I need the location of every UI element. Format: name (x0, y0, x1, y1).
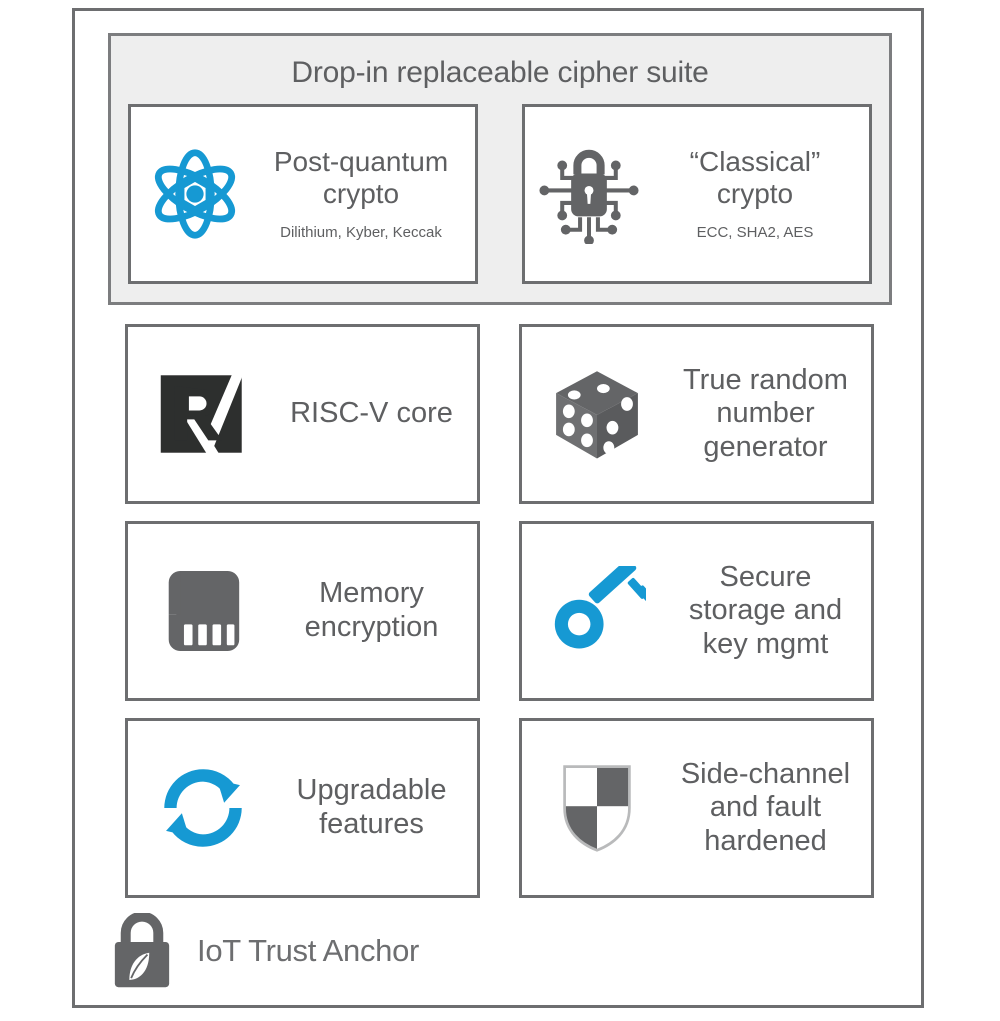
card-title: Upgradable features (296, 774, 447, 840)
card-title: “Classical” crypto (689, 145, 821, 209)
card-secure-storage-and-key-mgmt[interactable]: Secure storage and key mgmt (519, 521, 874, 701)
card-classical-crypto[interactable]: “Classical” crypto ECC, SHA2, AES (522, 104, 872, 284)
card-memory-encryption[interactable]: Memory encryption (125, 521, 480, 701)
diagram-root: Drop-in replaceable cipher suite Post-qu… (72, 8, 924, 1008)
memory-card-icon (128, 567, 278, 655)
refresh-icon (128, 764, 278, 852)
footer-brand: IoT Trust Anchor (109, 913, 419, 989)
card-text-group: “Classical” crypto ECC, SHA2, AES (653, 146, 869, 243)
card-text-group: Upgradable features (278, 774, 477, 841)
riscv-logo-icon (128, 370, 278, 458)
card-subtitle: Dilithium, Kyber, Keccak (280, 224, 442, 242)
footer-label: IoT Trust Anchor (197, 933, 420, 968)
card-text-group: Memory encryption (278, 577, 477, 644)
key-icon (522, 566, 672, 656)
card-subtitle: ECC, SHA2, AES (696, 224, 814, 242)
cipher-suite-title: Drop-in replaceable cipher suite (291, 56, 709, 89)
card-title: Post-quantum crypto (273, 145, 449, 209)
shield-icon (522, 763, 672, 853)
card-riscv-core[interactable]: RISC-V core (125, 324, 480, 504)
padlock-leaf-icon (109, 913, 175, 989)
card-true-random-number-generator[interactable]: True random number generator (519, 324, 874, 504)
circuit-lock-icon (525, 144, 653, 244)
card-title: True random number generator (683, 363, 848, 463)
card-text-group: Side-channel and fault hardened (672, 758, 871, 859)
card-text-group: RISC-V core (278, 397, 477, 431)
card-text-group: Post-quantum crypto Dilithium, Kyber, Ke… (259, 146, 475, 243)
card-title: Secure storage and key mgmt (688, 560, 843, 660)
card-title: Side-channel and fault hardened (680, 757, 851, 857)
card-text-group: True random number generator (672, 364, 871, 465)
atom-icon (131, 146, 259, 242)
card-post-quantum-crypto[interactable]: Post-quantum crypto Dilithium, Kyber, Ke… (128, 104, 478, 284)
cipher-suite-panel: Drop-in replaceable cipher suite Post-qu… (108, 33, 892, 305)
dice-icon (522, 364, 672, 464)
card-text-group: Secure storage and key mgmt (672, 561, 871, 662)
card-title: Memory encryption (304, 577, 439, 643)
card-upgradable-features[interactable]: Upgradable features (125, 718, 480, 898)
card-title: RISC-V core (290, 397, 453, 430)
card-side-channel-and-fault-hardened[interactable]: Side-channel and fault hardened (519, 718, 874, 898)
